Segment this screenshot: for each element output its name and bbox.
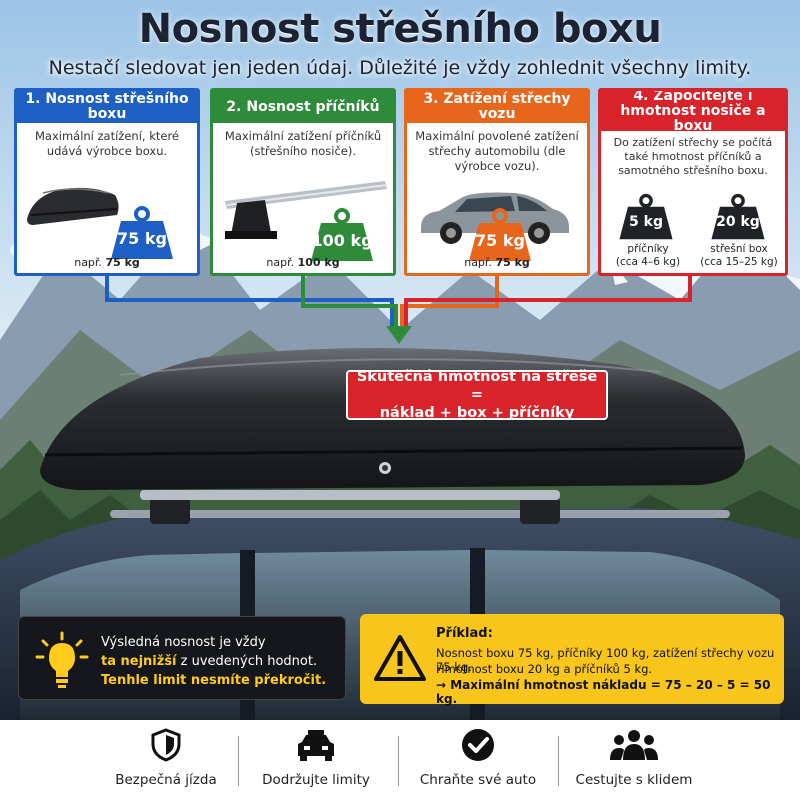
card-title: 3. Zatížení střechy vozu [407, 91, 587, 123]
weight-icon: 5 kg [617, 193, 675, 241]
card-description: Maximální povolené zatížení střechy auto… [415, 129, 579, 173]
card-roof-load: 3. Zatížení střechy vozu Maximální povol… [404, 88, 590, 276]
weight-icon: 75 kg [467, 207, 533, 263]
card-description: Maximální zatížení, které udává výrobce … [34, 129, 180, 158]
feature-label: Chraňte své auto [419, 772, 537, 788]
divider [398, 736, 399, 786]
actual-weight-banner: Skutečná hmotnost na střeše =náklad + bo… [346, 369, 608, 421]
people-icon [610, 730, 658, 760]
feature-label: Cestujte s klidem [575, 772, 693, 788]
card-example-note: např. 75 kg [74, 256, 140, 269]
feature-label: Bezpečná jízda [115, 772, 217, 788]
tip-line: ta nejnižší z uvedených hodnot. [101, 654, 318, 669]
feature-protect-car: Chraňte své auto [398, 728, 558, 788]
lowest-limit-tip: Výsledná nosnost je vždy ta nejnižší z u… [18, 616, 346, 700]
feature-respect-limits: Dodržujte limity [236, 728, 396, 788]
weight-value: 100 kg [311, 230, 373, 250]
weight-icon: 100 kg [309, 207, 375, 263]
example-line: Hmotnost boxu 20 kg a příčníků 5 kg. [436, 662, 653, 676]
tip-line: Tenhle limit nesmíte překročit. [101, 673, 327, 688]
card-box-capacity: 1. Nosnost střešního boxu Maximální zatí… [14, 88, 200, 276]
feature-safe-driving: Bezpečná jízda [86, 728, 246, 788]
card-example-note: např. 100 kg [266, 256, 340, 269]
item-label: příčníky(cca 4–6 kg) [615, 243, 681, 268]
card-description: Maximální zatížení příčníků (střešního n… [224, 129, 382, 158]
warning-icon [374, 635, 426, 681]
card-rack-box-weight: 4. Započítejte i hmotnost nosiče a boxu … [598, 88, 788, 276]
tip-line: Výsledná nosnost je vždy [101, 635, 266, 650]
divider [558, 736, 559, 786]
weight-value: 20 kg [716, 214, 760, 230]
page-subtitle: Nestačí sledovat jen jeden údaj. Důležit… [48, 57, 752, 79]
example-result: → Maximální hmotnost nákladu = 75 – 20 –… [436, 678, 771, 706]
weight-value: 75 kg [475, 230, 525, 250]
feature-travel-calm: Cestujte s klidem [554, 728, 714, 788]
item-label: střešní box(cca 15–25 kg) [700, 243, 778, 268]
weight-icon: 20 kg [709, 193, 767, 241]
check-circle-icon [462, 729, 494, 761]
roof-box-icon [27, 187, 119, 225]
card-crossbar-capacity: 2. Nosnost příčníků Maximální zatížení p… [210, 88, 396, 276]
weight-value: 5 kg [629, 214, 663, 230]
card-title: 4. Započítejte i hmotnost nosiče a boxu [601, 91, 785, 133]
card-description: Do zatížení střechy se počítá také hmotn… [613, 136, 773, 177]
car-icon [298, 730, 334, 761]
card-connector-lines [105, 276, 692, 344]
example-heading: Příklad: [436, 626, 493, 641]
feature-label: Dodržujte limity [262, 772, 370, 788]
calculation-example: Příklad: Nosnost boxu 75 kg, příčníky 10… [360, 614, 784, 706]
example-line: Nosnost boxu 75 kg, příčníky 100 kg, zat… [436, 646, 775, 674]
footer-features: Bezpečná jízda Dodržujte limity Chraňte … [0, 720, 800, 800]
page-title: Nosnost střešního boxu [138, 6, 662, 52]
weight-icon: 75 kg [109, 205, 175, 261]
card-example-note: např. 75 kg [464, 256, 530, 269]
crossbar-icon [225, 181, 388, 239]
lightbulb-icon [35, 631, 89, 688]
weight-value: 75 kg [117, 228, 167, 248]
shield-icon [151, 728, 181, 762]
card-title: 1. Nosnost střešního boxu [17, 91, 197, 123]
card-title: 2. Nosnost příčníků [213, 91, 393, 123]
divider [238, 736, 239, 786]
